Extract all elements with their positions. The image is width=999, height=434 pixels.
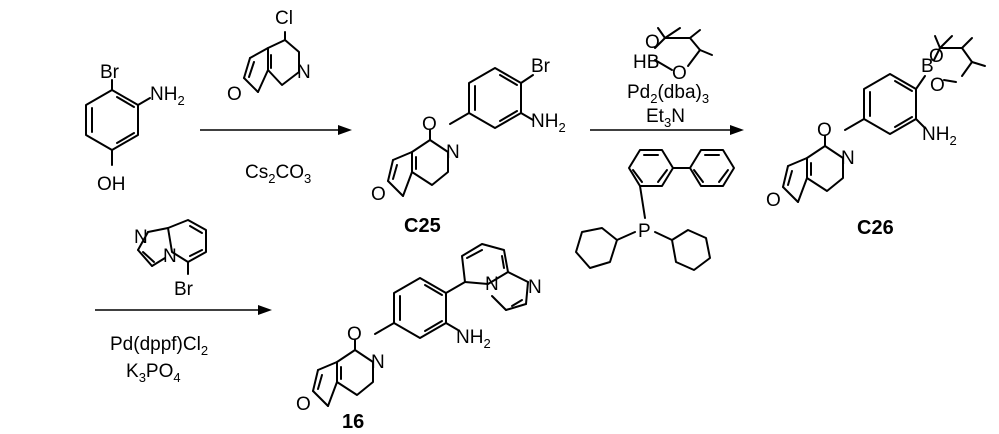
c26-pinacol-o1-label: O [929, 46, 944, 67]
c16-ether-o-label: O [347, 324, 362, 345]
pinacol-o1-label: O [645, 32, 660, 53]
c16-amino-label: NH2 [456, 327, 491, 351]
step1-base: Cs2CO3 [245, 162, 311, 186]
step2-conditions: Pd2(dba)3 Et3N [627, 82, 709, 130]
reagent-pinacolborane: O HB O [633, 28, 712, 84]
c25-pyridine-n-label: N [446, 142, 460, 163]
c16-furan-o-label: O [296, 394, 311, 415]
arrow-step-1: Cs2CO3 [200, 125, 352, 186]
compound-c26: B O O NH2 O N O C26 [766, 36, 985, 239]
c26-amino-label: NH2 [922, 124, 957, 148]
compound-c25: Br NH2 O N O C25 [371, 56, 566, 237]
c25-bromo-label: Br [531, 56, 551, 77]
c16-label: 16 [342, 411, 364, 433]
hydroxy-label: OH [97, 174, 126, 195]
compound-16: N N NH2 O N O 16 [296, 244, 542, 433]
c16-imidazo-n1-label: N [528, 277, 542, 298]
c25-label: C25 [404, 215, 441, 237]
starting-material-bromoaminophenol: Br NH2 OH [86, 62, 185, 195]
imidazo-bromo-label: Br [174, 279, 194, 300]
step2-base: Et3N [646, 106, 685, 130]
ligand-dicyclohexylphosphine: P [576, 150, 734, 270]
chloro-label: Cl [275, 8, 293, 29]
pinacol-o2-label: O [672, 63, 687, 84]
c26-pinacol-o2-label: O [930, 75, 945, 96]
imidazo-n1-label: N [134, 227, 148, 248]
c25-amino-label: NH2 [531, 111, 566, 135]
amino-label: NH2 [150, 84, 185, 108]
pinacol-hb-label: HB [633, 52, 659, 73]
c26-pyridine-n-label: N [841, 148, 855, 169]
c26-ether-o-label: O [817, 120, 832, 141]
bromo-label: Br [100, 62, 120, 83]
step2-catalyst: Pd2(dba)3 [627, 82, 709, 106]
c16-pyridine-n-label: N [371, 352, 385, 373]
furan-o-label: O [227, 84, 242, 105]
imidazo-n4-label: N [163, 246, 177, 267]
phosphorus-label: P [638, 221, 651, 242]
c26-label: C26 [857, 217, 894, 239]
c26-furan-o-label: O [766, 190, 781, 211]
step3-base: K3PO4 [126, 361, 181, 385]
c25-furan-o-label: O [371, 184, 386, 205]
c16-imidazo-n4-label: N [485, 274, 499, 295]
reagent-bromoimidazopyridine: N N Br [134, 220, 206, 300]
reagent-chlorofuropyridine: Cl N O [227, 8, 311, 105]
pyridine-n-label: N [297, 62, 311, 83]
c25-ether-o-label: O [422, 114, 437, 135]
step3-catalyst: Pd(dppf)Cl2 [110, 334, 208, 358]
arrow-step-3: Pd(dppf)Cl2 K3PO4 [95, 305, 272, 385]
